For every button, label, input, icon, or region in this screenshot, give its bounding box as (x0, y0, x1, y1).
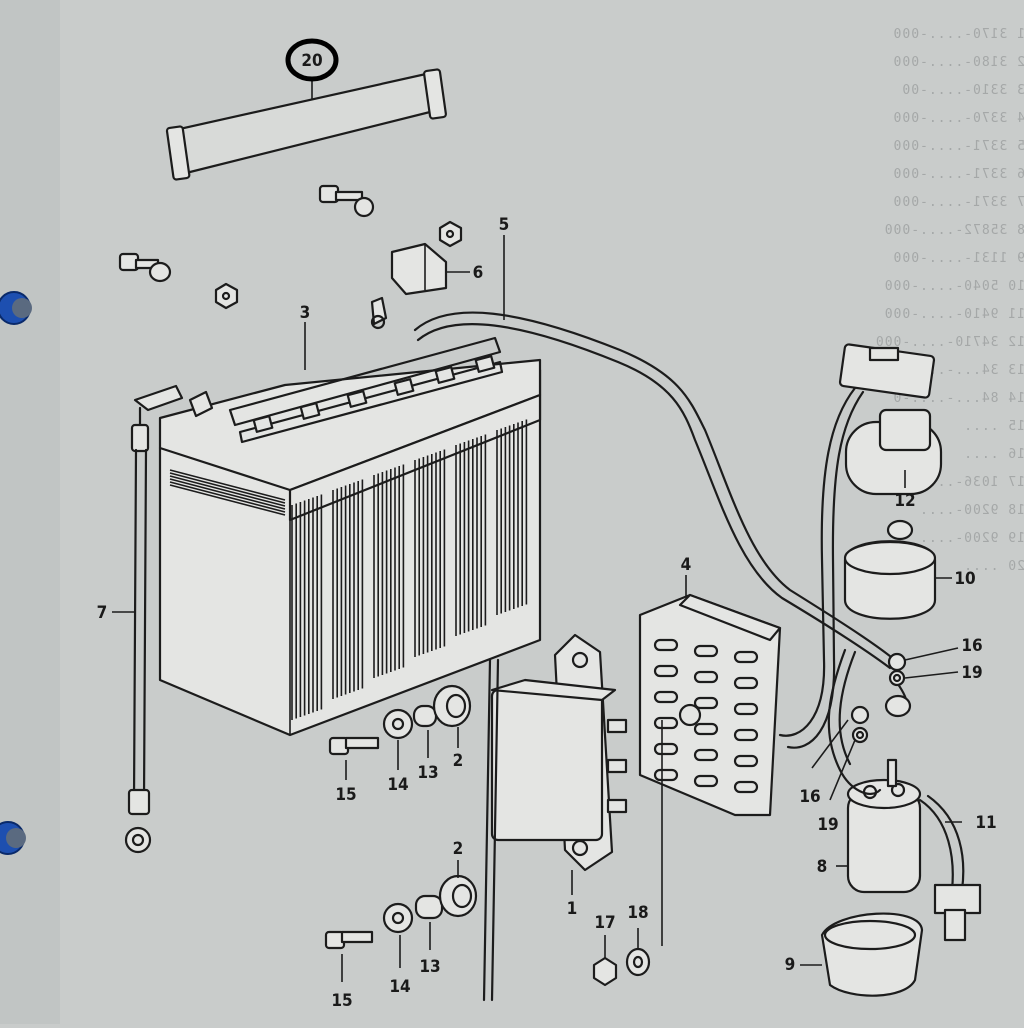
bolt-part (318, 184, 375, 218)
washer-part (625, 928, 651, 977)
callout-19: 19 (817, 815, 838, 835)
faint-parts-list-row: 16 .... (963, 447, 1024, 462)
cell-plate-line (169, 472, 286, 504)
binder-edge-shadow (0, 0, 60, 1024)
callout-3: 3 (300, 303, 311, 323)
callout-9: 9 (785, 955, 796, 975)
cooling-slot (693, 644, 719, 658)
relay-wire-part (918, 794, 982, 942)
cooling-slot (693, 722, 719, 736)
callout-17: 17 (594, 913, 615, 933)
callout-14: 14 (389, 977, 410, 997)
callout-12: 12 (894, 491, 915, 511)
binder-hole-icon (0, 291, 32, 325)
cooling-slot (733, 728, 759, 742)
relay-clamp-band-part (800, 912, 924, 997)
nut-part (438, 220, 463, 248)
faint-parts-list-row: 10 5040-....-000 (884, 279, 1024, 294)
terminal-cover-part (390, 242, 470, 296)
cooling-slot (733, 702, 759, 716)
callout-2: 2 (453, 751, 464, 771)
callout-2: 2 (453, 839, 464, 859)
voltage-regulator-part (482, 633, 628, 1002)
cell-plate-line (169, 475, 286, 507)
rectifier-cooling-slots (653, 638, 759, 794)
callout-13: 13 (419, 957, 440, 977)
cooling-slot (653, 768, 679, 782)
mount-fastener-set-upper (328, 684, 472, 780)
faint-parts-list-row: 6 3371-....-000 (893, 167, 1024, 182)
faint-parts-list-row: 5 3371-....-000 (893, 139, 1024, 154)
callout-15: 15 (331, 991, 352, 1011)
callout-13: 13 (417, 763, 438, 783)
cooling-slot (693, 670, 719, 684)
faint-parts-list-row: 11 9410-....-000 (884, 307, 1024, 322)
faint-parts-list-row: 7 3371-....-000 (893, 195, 1024, 210)
battery-strap-part (165, 68, 447, 181)
cooling-slot (733, 650, 759, 664)
cooling-slot (733, 754, 759, 768)
faint-parts-list-row: 12 34710-....-000 (875, 335, 1024, 350)
callout-10: 10 (954, 569, 975, 589)
cooling-slot (653, 742, 679, 756)
callout-14: 14 (387, 775, 408, 795)
cooling-slot (653, 716, 679, 730)
callout-7: 7 (97, 603, 108, 623)
cooling-slot (653, 638, 679, 652)
nut-and-washer-set (811, 647, 959, 801)
faint-parts-list-row: 20 .... (963, 559, 1024, 574)
positive-cable-part (413, 235, 897, 670)
callout-1: 1 (567, 899, 578, 919)
callout-16: 16 (799, 787, 820, 807)
faint-parts-list-row: 18 9200-.... (919, 503, 1024, 518)
faint-parts-list-row: 17 1036-.... (919, 475, 1024, 490)
cover-cap-part (843, 519, 952, 620)
callout-20: 20 (301, 51, 322, 71)
faint-parts-list-row: 2 3180-....-000 (893, 55, 1024, 70)
callout-5: 5 (499, 215, 510, 235)
binder-hole-icon (0, 821, 26, 855)
faint-parts-list-row: 1 3170-....-000 (893, 27, 1024, 42)
nut-part (592, 935, 618, 987)
rectifier-part (638, 575, 782, 817)
nut-part (214, 282, 239, 310)
faint-parts-list-row: 15 .... (963, 419, 1024, 434)
faint-parts-list-row: 3 3310-....-00 (901, 83, 1024, 98)
cell-plate-line (169, 478, 286, 510)
callout-11: 11 (975, 813, 996, 833)
cooling-slot (653, 690, 679, 704)
cooling-slot (653, 664, 679, 678)
cell-plate-line (169, 469, 286, 501)
negative-cable-part (112, 384, 184, 854)
mount-fastener-set-lower (324, 860, 478, 982)
callout-15: 15 (335, 785, 356, 805)
callout-18: 18 (627, 903, 648, 923)
relay-lead-wires (827, 648, 912, 796)
callout-4: 4 (681, 555, 692, 575)
starter-relay-part (836, 758, 922, 894)
cell-plate-line (169, 484, 286, 516)
callout-8: 8 (817, 857, 828, 877)
callout-19: 19 (961, 663, 982, 683)
callout-6: 6 (473, 263, 484, 283)
bolt-part (118, 252, 172, 283)
cooling-slot (733, 676, 759, 690)
faint-parts-list-row: 19 9200-.... (919, 531, 1024, 546)
hand-drawn-circle-mark (285, 38, 339, 82)
cooling-slot (693, 696, 719, 710)
faint-parts-list-row: 9 1131-....-000 (893, 251, 1024, 266)
cell-plate-line (169, 481, 286, 513)
faint-parts-list: 1 3170-....-000 2 3180-....-000 3 3310-...… (875, 27, 1024, 574)
battery-part (158, 296, 542, 737)
battery-cell-plates (169, 419, 528, 720)
cooling-slot (693, 774, 719, 788)
relay-part (778, 343, 943, 749)
callout-16: 16 (961, 636, 982, 656)
faint-parts-list-row: 8 35872-....-000 (884, 223, 1024, 238)
cooling-slot (693, 748, 719, 762)
faint-parts-list-row: 4 3370-....-000 (893, 111, 1024, 126)
cooling-slot (733, 780, 759, 794)
